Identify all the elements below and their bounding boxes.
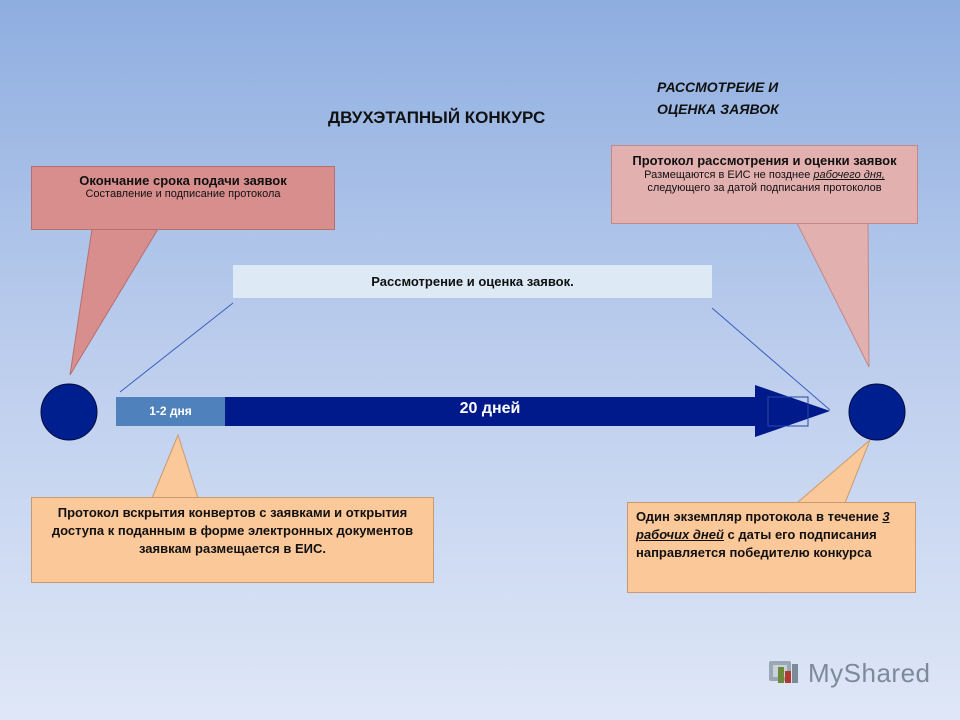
winner-text-before: Один экземпляр протокола в течение — [636, 509, 883, 524]
timeline-arrow — [225, 385, 830, 437]
short-period-label: 1-2 дня — [116, 397, 225, 426]
protocol-text-after: следующего за датой подписания протоколо… — [647, 182, 882, 194]
start-callout: Окончание срока подачи заявок Составлени… — [31, 166, 335, 230]
review-bar-label: Рассмотрение и оценка заявок. — [371, 274, 574, 289]
myshared-logo-icon — [769, 661, 798, 683]
winner-text-after: с даты его подписания направляется побед… — [636, 527, 877, 560]
review-bar: Рассмотрение и оценка заявок. — [233, 265, 712, 298]
long-period-label: 20 дней — [459, 400, 521, 417]
open-callout-text: Протокол вскрытия конвертов с заявками и… — [51, 505, 414, 556]
open-callout: Протокол вскрытия конвертов с заявками и… — [31, 497, 434, 583]
protocol-callout: Протокол рассмотрения и оценки заявок Ра… — [611, 145, 918, 224]
start-node-circle — [40, 383, 98, 441]
start-callout-heading: Окончание срока подачи заявок — [79, 173, 287, 188]
open-callout-tail — [151, 433, 199, 499]
protocol-callout-heading: Протокол рассмотрения и оценки заявок — [632, 153, 897, 168]
review-connector-left — [119, 302, 234, 393]
start-callout-subtext: Составление и подписание протокола — [85, 188, 281, 200]
review-connector-right — [711, 307, 831, 411]
stage-title-line1: РАССМОТРЕИЕ И — [657, 79, 779, 95]
protocol-callout-text: Размещаются в ЕИС не позднее рабочего дн… — [612, 169, 917, 195]
page-title: ДВУХЭТАПНЫЙ КОНКУРС — [328, 108, 546, 127]
protocol-text-underlined: рабочего дня, — [813, 169, 885, 181]
stage-title-line2: ОЦЕНКА ЗАЯВОК — [657, 101, 779, 117]
winner-callout: Один экземпляр протокола в течение 3 раб… — [627, 502, 916, 593]
stage-title: РАССМОТРЕИЕ И ОЦЕНКА ЗАЯВОК — [657, 76, 779, 120]
end-node-circle — [848, 383, 906, 441]
protocol-text-before: Размещаются в ЕИС не позднее — [644, 169, 814, 181]
logo-text: MyShared — [808, 657, 931, 688]
winner-callout-tail — [795, 439, 871, 504]
start-callout-tail — [69, 228, 159, 376]
arrow-highlight — [767, 396, 809, 427]
winner-text-underlined: 3 рабочих дней — [636, 509, 890, 542]
protocol-callout-tail — [796, 222, 870, 368]
myshared-logo[interactable]: MyShared — [768, 656, 931, 690]
